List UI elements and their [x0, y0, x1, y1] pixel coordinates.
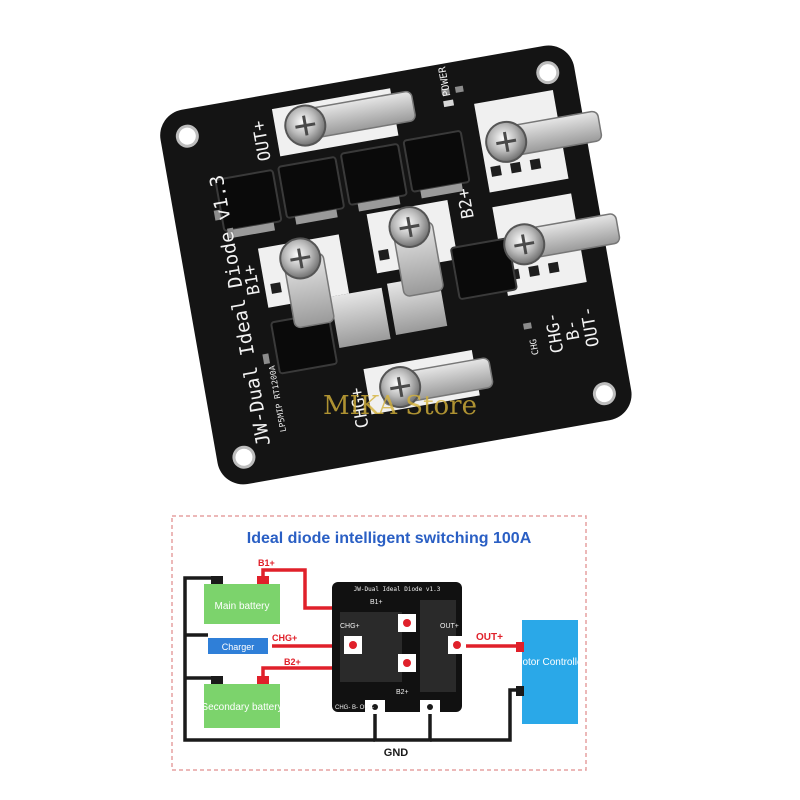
- smd-components: [213, 85, 532, 365]
- mini-board-b1: B1+: [370, 599, 383, 606]
- mounting-holes: [175, 61, 616, 469]
- wire-label-b1: B1+: [258, 558, 275, 568]
- motor-controller-label: Motor Controller: [514, 657, 586, 668]
- secondary-battery: Secondary battery: [201, 676, 283, 728]
- mosfet-tabs: [232, 183, 464, 238]
- wire-label-chg: CHG+: [272, 633, 297, 643]
- mini-board-title: JW-Dual Ideal Diode v1.3: [354, 586, 441, 593]
- mini-board: JW-Dual Ideal Diode v1.3 B1+ B2+ CHG+ OU…: [332, 582, 466, 714]
- mini-board-out-plus: OUT+: [440, 623, 459, 630]
- board-photo: JW-Dual Ideal Diode v1.3 LP5MIP RT1200A …: [160, 45, 632, 485]
- screw-slots: [290, 115, 535, 398]
- label-power: POWER: [437, 65, 453, 98]
- charger: Charger: [208, 638, 268, 654]
- mini-board-chg-plus: CHG+: [340, 623, 360, 630]
- wire-label-gnd: GND: [384, 747, 409, 759]
- watermark: MIKA Store: [323, 391, 477, 421]
- wire-label-b2: B2+: [284, 657, 301, 667]
- mosfets: [214, 130, 518, 375]
- power-led: [443, 99, 455, 108]
- main-battery-label: Main battery: [214, 601, 269, 612]
- label-chg: CHG: [529, 338, 542, 356]
- wiring-diagram: Ideal diode intelligent switching 100A: [171, 515, 587, 771]
- label-b-minus: B-: [561, 318, 584, 342]
- main-battery: Main battery: [204, 576, 280, 624]
- secondary-battery-label: Secondary battery: [201, 702, 282, 713]
- diagram-title: Ideal diode intelligent switching 100A: [247, 530, 532, 547]
- motor-controller: Motor Controller: [514, 620, 587, 724]
- mini-board-b2: B2+: [396, 689, 409, 696]
- wire-label-out: OUT+: [476, 632, 503, 643]
- charger-label: Charger: [222, 642, 255, 652]
- diagram-border: [171, 515, 587, 771]
- mini-board-minus-labels: CHG- B- OUT-: [335, 705, 374, 711]
